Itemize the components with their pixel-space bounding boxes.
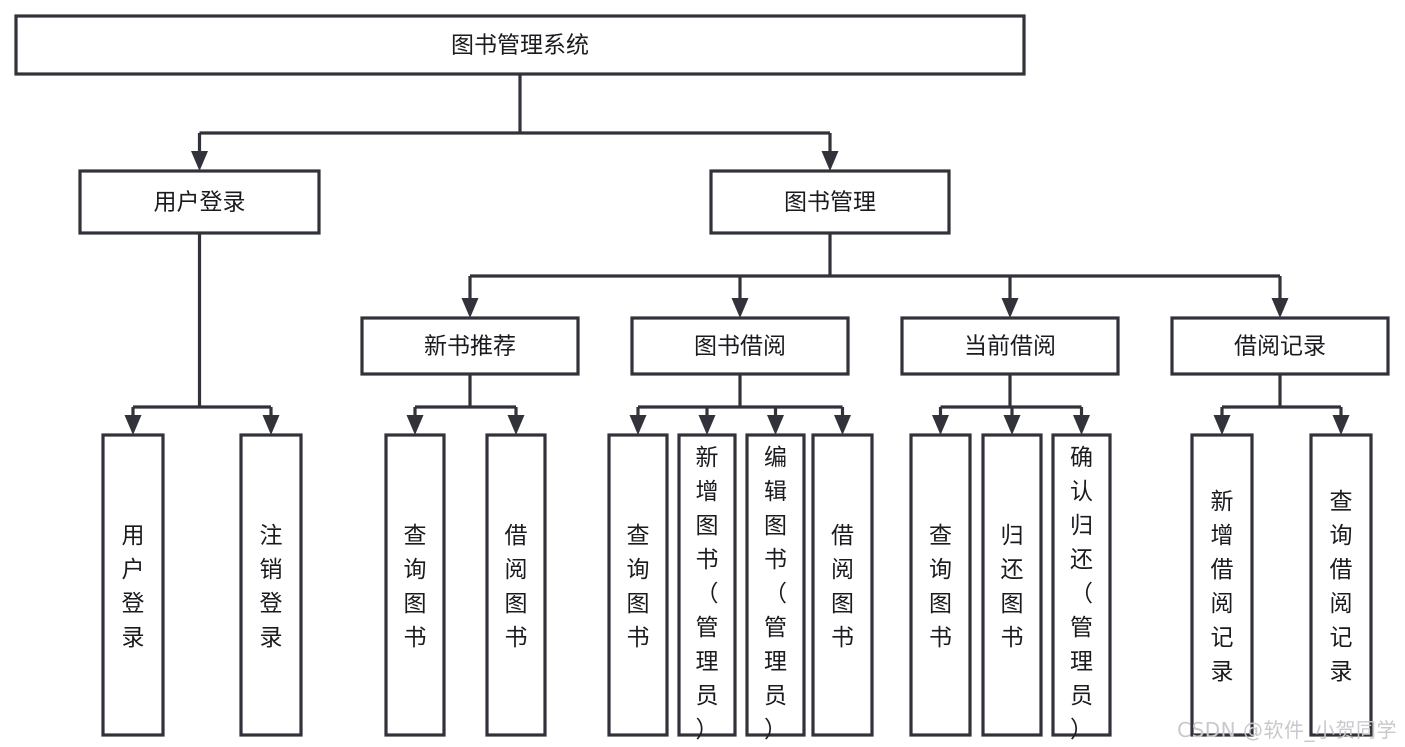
node-box: [239, 433, 303, 737]
child-leaf-query-book-1-arrowhead: [406, 415, 424, 435]
node-leaf-user-login[interactable]: 用户登录: [101, 433, 165, 737]
node-label: 借阅图书: [831, 523, 854, 651]
child-leaf-borrow-book-1-arrowhead: [507, 415, 525, 435]
node-box: [745, 433, 806, 737]
node-box: [900, 316, 1120, 376]
node-box: [811, 433, 874, 737]
child-leaf-borrow-book-2-arrowhead: [834, 415, 851, 435]
node-leaf-query-book-1[interactable]: 查询图书: [384, 433, 446, 737]
node-box: [909, 433, 972, 737]
node-box: [677, 433, 737, 737]
child-leaf-add-record-arrowhead: [1213, 415, 1231, 435]
child-current-borrow-arrowhead: [1001, 298, 1019, 318]
node-new-book-rec[interactable]: 新书推荐: [360, 316, 580, 376]
node-root[interactable]: 图书管理系统: [14, 14, 1026, 76]
node-box: [709, 169, 951, 235]
node-box: [630, 316, 850, 376]
node-box: [1309, 433, 1373, 737]
connector-layer: [124, 74, 1350, 435]
node-label: 用户登录: [154, 190, 246, 216]
child-leaf-logout-arrowhead: [262, 415, 280, 435]
node-leaf-confirm-return-admin[interactable]: 确认归还（管理员）: [1051, 433, 1112, 743]
node-label: 新增图书（管理员）: [696, 445, 719, 743]
child-leaf-query-book-3-arrowhead: [932, 415, 949, 435]
node-borrow-record[interactable]: 借阅记录: [1170, 316, 1390, 376]
node-box: [360, 316, 580, 376]
node-label: 查询借阅记录: [1330, 489, 1353, 685]
child-leaf-query-book-2-arrowhead: [629, 415, 647, 435]
child-borrow-record-arrowhead: [1271, 298, 1289, 318]
node-book-borrow[interactable]: 图书借阅: [630, 316, 850, 376]
node-box: [607, 433, 669, 737]
node-box: [981, 433, 1043, 737]
node-box: [101, 433, 165, 737]
node-label: 用户登录: [122, 523, 145, 651]
child-user-login-arrowhead: [191, 151, 208, 171]
node-leaf-borrow-book-1[interactable]: 借阅图书: [485, 433, 547, 737]
node-label: 编辑图书（管理员）: [764, 445, 787, 743]
node-box: [1190, 433, 1254, 737]
node-box: [1051, 433, 1112, 737]
node-label: 查询图书: [627, 523, 650, 651]
node-label: 新增借阅记录: [1211, 489, 1234, 685]
child-leaf-query-record-arrowhead: [1332, 415, 1350, 435]
node-label: 当前借阅: [964, 334, 1056, 360]
node-leaf-query-record[interactable]: 查询借阅记录: [1309, 433, 1373, 737]
node-box: [78, 169, 321, 235]
node-leaf-edit-book-admin[interactable]: 编辑图书（管理员）: [745, 433, 806, 743]
node-leaf-query-book-2[interactable]: 查询图书: [607, 433, 669, 737]
node-book-manage[interactable]: 图书管理: [709, 169, 951, 235]
node-label: 图书借阅: [694, 334, 786, 360]
child-leaf-user-login-arrowhead: [124, 415, 142, 435]
node-leaf-borrow-book-2[interactable]: 借阅图书: [811, 433, 874, 737]
node-leaf-add-record[interactable]: 新增借阅记录: [1190, 433, 1254, 737]
node-current-borrow[interactable]: 当前借阅: [900, 316, 1120, 376]
node-label: 注销登录: [260, 523, 283, 651]
node-label: 查询图书: [929, 523, 952, 651]
node-leaf-logout[interactable]: 注销登录: [239, 433, 303, 737]
node-label: 新书推荐: [424, 334, 516, 360]
child-book-manage-arrowhead: [821, 151, 839, 171]
node-leaf-return-book[interactable]: 归还图书: [981, 433, 1043, 737]
node-label: 查询图书: [404, 523, 427, 651]
child-leaf-add-book-admin-arrowhead: [698, 415, 716, 435]
child-new-book-rec-arrowhead: [461, 298, 479, 318]
node-leaf-add-book-admin[interactable]: 新增图书（管理员）: [677, 433, 737, 743]
child-leaf-return-book-arrowhead: [1003, 415, 1021, 435]
node-label: 归还图书: [1001, 523, 1024, 651]
node-label: 借阅图书: [505, 523, 528, 651]
node-label: 确认归还（管理员）: [1070, 445, 1093, 743]
node-label: 借阅记录: [1234, 334, 1326, 360]
node-label: 图书管理: [784, 190, 876, 216]
child-leaf-edit-book-admin-arrowhead: [767, 415, 784, 435]
node-layer: 图书管理系统用户登录图书管理新书推荐图书借阅当前借阅借阅记录用户登录注销登录查询…: [14, 14, 1390, 743]
node-box: [14, 14, 1026, 76]
child-leaf-confirm-return-admin-arrowhead: [1073, 415, 1090, 435]
node-user-login[interactable]: 用户登录: [78, 169, 321, 235]
node-box: [1170, 316, 1390, 376]
node-leaf-query-book-3[interactable]: 查询图书: [909, 433, 972, 737]
child-book-borrow-arrowhead: [731, 298, 749, 318]
node-label: 图书管理系统: [451, 33, 589, 59]
node-box: [485, 433, 547, 737]
node-box: [384, 433, 446, 737]
